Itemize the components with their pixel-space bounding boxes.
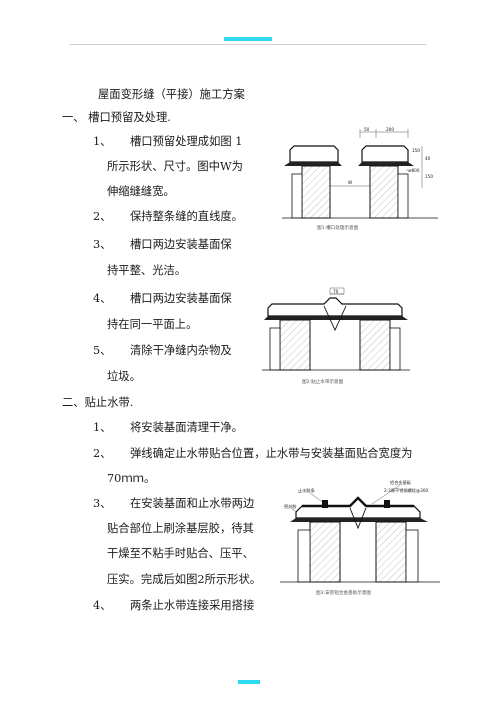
s1-item-3-line-2: 持平整、光洁。 <box>107 264 187 277</box>
figure-1-caption: 图1:槽口处理示意图 <box>317 226 359 231</box>
figure-3-drawing: 止水胶条 铝合金基板 2-3厚不锈钢螺栓@300 密封胶 <box>280 479 440 583</box>
s1-item-5-num: 5、 <box>93 344 112 357</box>
s2-item-1-num: 1、 <box>93 421 112 434</box>
header-rule <box>70 44 426 45</box>
section-2-heading: 二、贴止水带. <box>62 396 134 409</box>
s1-item-4-line-1: 槽口两边安装基面保 <box>130 292 232 305</box>
s2-item-4-line-1: 两条止水带连接采用搭接 <box>130 599 255 612</box>
s2-item-3-line-3: 干燥至不粘手时贴合、压平、 <box>107 547 254 560</box>
s2-item-3-num: 3、 <box>93 497 112 510</box>
fig1-dim-150b: 150 <box>425 174 433 179</box>
s1-item-2-num: 2、 <box>93 210 112 223</box>
s1-item-2-line-1: 保持整条缝的直线度。 <box>130 210 243 223</box>
fig1-dim-200: 200 <box>386 127 394 132</box>
fig2-dim-70: 70 <box>333 289 339 294</box>
fig1-dim-150a: 150 <box>412 148 420 153</box>
section-1-heading: 一、 槽口预留及处理. <box>62 111 171 124</box>
s1-item-5-line-1: 清除干净缝内杂物及 <box>130 344 232 357</box>
s1-item-3-num: 3、 <box>93 238 112 251</box>
s2-item-4-num: 4、 <box>93 599 112 612</box>
s1-item-1-line-1: 槽口预留处理成如图 1 <box>130 135 243 148</box>
s1-item-4-num: 4、 <box>93 292 112 305</box>
fig3-label-bolt: 2-3厚不锈钢螺栓@300 <box>384 487 428 494</box>
fig1-dim-w: W <box>348 180 352 185</box>
s2-item-2-num: 2、 <box>93 447 112 460</box>
figure-2-caption: 图2:贴止水带示意图 <box>302 380 344 385</box>
fig3-label-base-plate: 铝合金基板 <box>390 479 412 486</box>
s2-item-2-line-2: 70ｍｍ。 <box>107 472 156 485</box>
figure-1-drawing: 50 200 W 150 40 150 ≥600 <box>282 127 438 219</box>
document-title: 屋面变形缝（平接）施工方案 <box>98 88 245 101</box>
s2-item-3-line-2: 贴合部位上刷涂基层胶，待其 <box>107 522 254 535</box>
fig1-dim-600: ≥600 <box>408 168 420 173</box>
figure-2-drawing: 70 <box>262 287 410 371</box>
s2-item-3-line-4: 压实。完成后如图2所示形状。 <box>107 573 262 586</box>
fig3-label-strip: 止水胶条 <box>298 487 316 494</box>
s1-item-4-line-2: 持在同一平面上。 <box>107 318 198 331</box>
fig3-label-sealant: 密封胶 <box>284 503 297 510</box>
s1-item-1-line-2: 所示形状、尺寸。图中W为 <box>107 160 243 173</box>
header-decoration <box>224 37 272 41</box>
figure-3-caption: 图3:安装铝合金基板示意图 <box>316 591 372 596</box>
s2-item-1-line-1: 将安装基面清理干净。 <box>130 421 243 434</box>
s1-item-3-line-1: 槽口两边安装基面保 <box>130 238 232 251</box>
footer-decoration <box>238 680 260 684</box>
s1-item-1-num: 1、 <box>93 135 112 148</box>
fig1-dim-40: 40 <box>425 156 431 161</box>
s1-item-1-line-3: 伸缩缝缝宽。 <box>107 185 175 198</box>
fig1-dim-50: 50 <box>364 127 370 132</box>
s2-item-2-line-1: 弹线确定止水带贴合位置，止水带与安装基面贴合宽度为 <box>130 447 413 460</box>
s2-item-3-line-1: 在安装基面和止水带两边 <box>130 497 255 510</box>
s1-item-5-line-2: 垃圾。 <box>107 370 141 383</box>
